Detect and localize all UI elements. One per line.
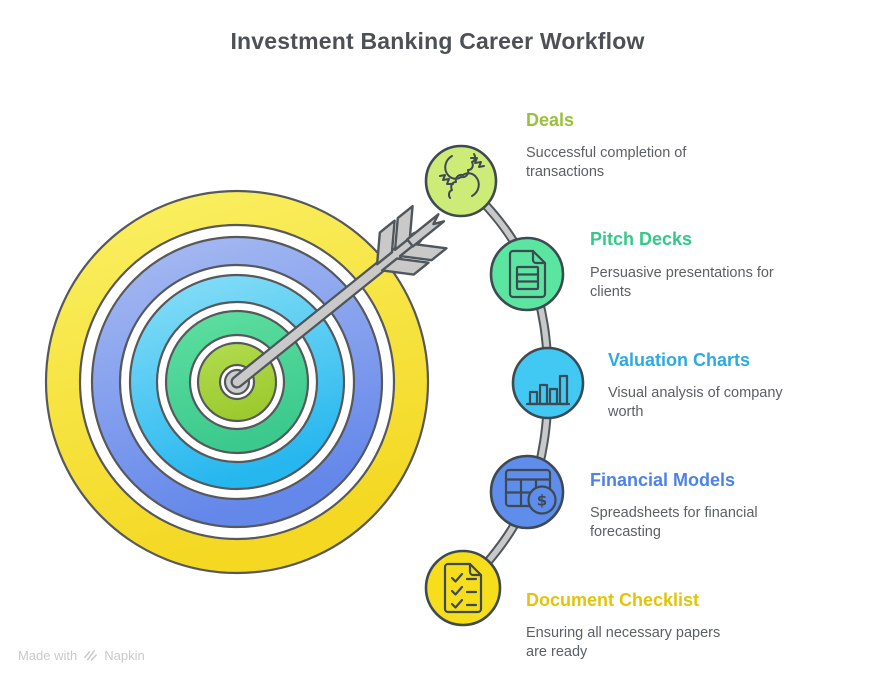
node-circle-valuation-charts <box>511 346 585 420</box>
made-with-napkin-credit: Made with Napkin <box>18 648 145 663</box>
node-title-deals: Deals <box>526 110 575 130</box>
node-pitch-decks <box>489 236 565 312</box>
spreadsheet-dollar-icon: $ <box>504 468 557 515</box>
arrow-nock <box>405 213 446 248</box>
node-circle-deals <box>424 144 498 218</box>
node-title-valuation-charts: Valuation Charts <box>608 350 751 370</box>
page-title: Investment Banking Career Workflow <box>230 28 645 54</box>
node-title-financial-models: Financial Models <box>590 470 736 490</box>
napkin-logo-icon <box>84 650 98 661</box>
checklist-icon <box>443 562 483 614</box>
napkin-brand-label: Napkin <box>104 648 145 663</box>
node-desc-pitch-decks: Persuasive presentations for clients <box>590 265 774 301</box>
node-desc-deals: Successful completion of transactions <box>526 145 687 181</box>
node-valuation-charts <box>511 346 585 420</box>
node-title-pitch-decks: Pitch Decks <box>590 229 693 249</box>
document-icon <box>508 249 547 299</box>
node-circle-document-checklist <box>424 549 502 627</box>
bar-chart-icon <box>525 374 571 406</box>
node-deals <box>424 144 498 218</box>
dollar-glyph: $ <box>537 492 547 510</box>
node-financial-models: $ <box>489 454 565 530</box>
node-title-document-checklist: Document Checklist <box>526 590 700 610</box>
handshake-icon <box>439 153 485 199</box>
arrow <box>230 204 448 389</box>
node-desc-document-checklist: Ensuring all necessary papers are ready <box>526 625 721 661</box>
arrow-fletching <box>375 204 448 276</box>
node-desc-valuation-charts: Visual analysis of company worth <box>608 385 783 421</box>
node-document-checklist <box>424 549 502 627</box>
made-with-label: Made with <box>18 648 78 663</box>
node-desc-financial-models: Spreadsheets for financial forecasting <box>590 505 758 541</box>
